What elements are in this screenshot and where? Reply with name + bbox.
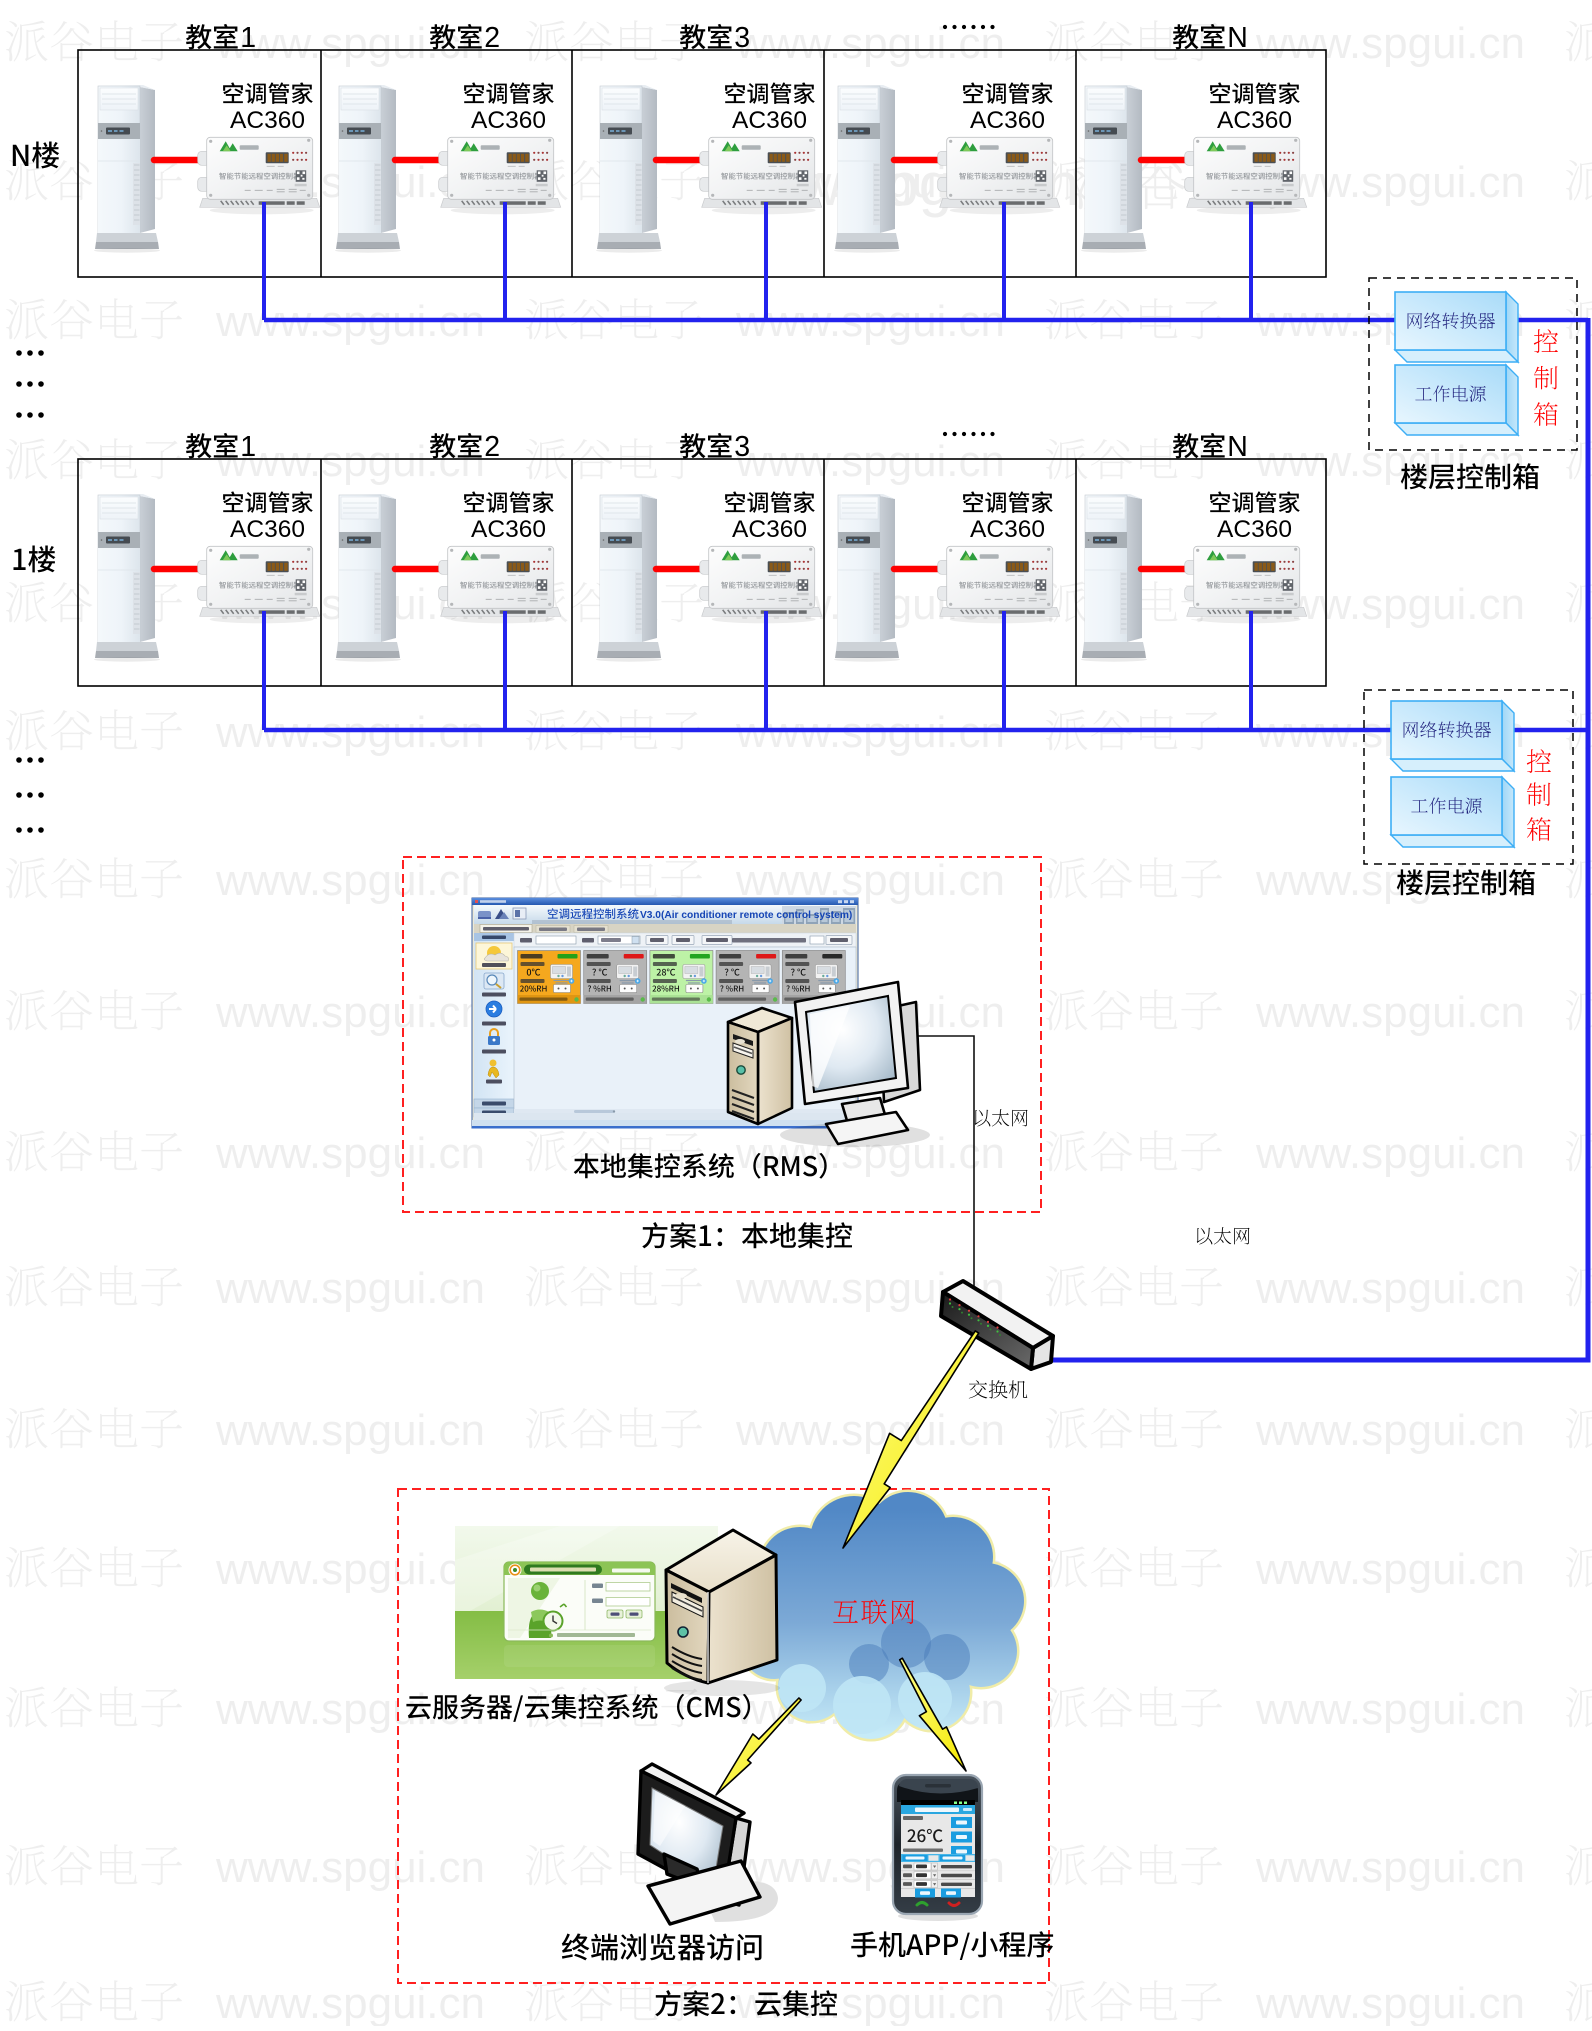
svg-text:www.spgui.cn: www.spgui.cn bbox=[215, 856, 485, 905]
svg-text:www.spgui.cn: www.spgui.cn bbox=[215, 1545, 485, 1594]
svg-text:www.spgui.cn: www.spgui.cn bbox=[215, 708, 485, 757]
svg-text:www.spgui.cn: www.spgui.cn bbox=[1255, 1843, 1525, 1892]
svg-text:www.spgui.cn: www.spgui.cn bbox=[215, 1264, 485, 1313]
svg-text:www.spgui.cn: www.spgui.cn bbox=[735, 19, 1005, 68]
svg-text:www.spgui.cn: www.spgui.cn bbox=[735, 437, 1005, 486]
svg-text:www.spgui.cn: www.spgui.cn bbox=[215, 1129, 485, 1178]
svg-text:www.spgui.cn: www.spgui.cn bbox=[735, 1406, 1005, 1455]
svg-text:www.spgui.cn: www.spgui.cn bbox=[1255, 1264, 1525, 1313]
svg-text:V3.0(Air conditioner remote co: V3.0(Air conditioner remote control syst… bbox=[640, 910, 852, 921]
svg-text:www.spgui.cn: www.spgui.cn bbox=[1255, 19, 1525, 68]
svg-text:www.spgui.cn: www.spgui.cn bbox=[215, 988, 485, 1037]
svg-text:2: 2 bbox=[484, 431, 500, 463]
svg-text:1: 1 bbox=[240, 431, 256, 463]
svg-text:2: 2 bbox=[484, 22, 500, 54]
svg-text:3: 3 bbox=[734, 22, 750, 54]
svg-text:www.spgui.cn: www.spgui.cn bbox=[735, 708, 1005, 757]
svg-text:www.spgui.cn: www.spgui.cn bbox=[215, 1979, 485, 2026]
svg-text:www.spgui.cn: www.spgui.cn bbox=[1255, 1129, 1525, 1178]
svg-text:www.spgui.cn: www.spgui.cn bbox=[215, 1843, 485, 1892]
svg-text:www.spgui.cn: www.spgui.cn bbox=[1255, 1685, 1525, 1734]
svg-text:www.spgui.cn: www.spgui.cn bbox=[1255, 988, 1525, 1037]
svg-text:www.spgui.cn: www.spgui.cn bbox=[1255, 1545, 1525, 1594]
svg-text:www.spgui.cn: www.spgui.cn bbox=[735, 1979, 1005, 2026]
svg-text:www.spgui.cn: www.spgui.cn bbox=[215, 1406, 485, 1455]
svg-text:www.spgui.cn: www.spgui.cn bbox=[1255, 437, 1525, 486]
svg-text:N: N bbox=[1227, 22, 1248, 54]
svg-text:www.spgui.cn: www.spgui.cn bbox=[1255, 1979, 1525, 2026]
svg-text:N: N bbox=[1227, 431, 1248, 463]
svg-text:3: 3 bbox=[734, 431, 750, 463]
svg-text:1: 1 bbox=[240, 22, 256, 54]
svg-text:www.spgui.cn: www.spgui.cn bbox=[215, 1685, 485, 1734]
svg-text:www.spgui.cn: www.spgui.cn bbox=[735, 856, 1005, 905]
svg-text:www.spgui.cn: www.spgui.cn bbox=[1255, 1406, 1525, 1455]
